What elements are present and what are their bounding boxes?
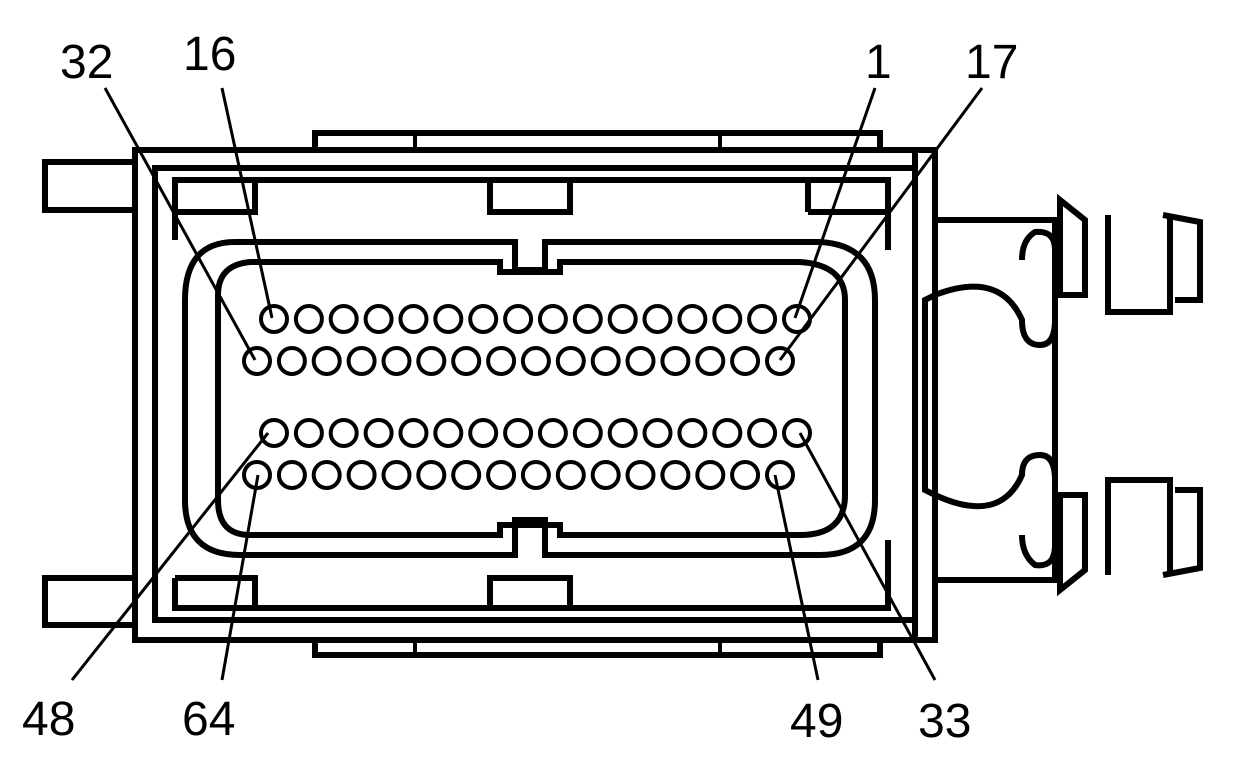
pin-16 bbox=[259, 304, 289, 334]
pin-23 bbox=[555, 346, 586, 376]
label-pin-64: 64 bbox=[182, 693, 235, 746]
pin-11 bbox=[433, 304, 464, 334]
pin-15 bbox=[293, 304, 324, 334]
right-flange bbox=[935, 217, 1058, 583]
pin-48 bbox=[259, 418, 289, 448]
pin-41 bbox=[503, 418, 534, 448]
pin-31 bbox=[276, 346, 307, 376]
label-pin-49: 49 bbox=[790, 695, 843, 748]
pin-20 bbox=[660, 346, 691, 376]
pin-35 bbox=[712, 418, 743, 448]
pin-34 bbox=[747, 418, 778, 448]
pin-13 bbox=[363, 304, 394, 334]
pin-39 bbox=[572, 418, 603, 448]
pin-42 bbox=[468, 418, 499, 448]
pin-57 bbox=[486, 460, 517, 490]
right-tooth-bottom bbox=[1057, 492, 1088, 597]
pin-37 bbox=[642, 418, 673, 448]
right-tooth-top bbox=[1057, 193, 1088, 298]
top-rail bbox=[312, 130, 883, 150]
leader-32 bbox=[103, 87, 257, 361]
pin-44 bbox=[398, 418, 429, 448]
pin-40 bbox=[537, 418, 568, 448]
pin-3 bbox=[712, 304, 743, 334]
pin-22 bbox=[590, 346, 621, 376]
pin-7 bbox=[572, 304, 603, 334]
pin-58 bbox=[451, 460, 482, 490]
pin-9 bbox=[503, 304, 534, 334]
pin-10 bbox=[468, 304, 499, 334]
pin-28 bbox=[381, 346, 412, 376]
label-pin-33: 33 bbox=[918, 695, 971, 748]
label-pin-32: 32 bbox=[60, 36, 113, 89]
pin-54 bbox=[590, 460, 621, 490]
pin-27 bbox=[416, 346, 447, 376]
pin-25 bbox=[486, 346, 517, 376]
pin-51 bbox=[695, 460, 726, 490]
pin-24 bbox=[520, 346, 551, 376]
pin-53 bbox=[625, 460, 656, 490]
cavity-outer bbox=[182, 239, 878, 558]
pin-6 bbox=[607, 304, 638, 334]
pin-38 bbox=[607, 418, 638, 448]
pin-52 bbox=[660, 460, 691, 490]
bottom-rail bbox=[312, 640, 883, 658]
bottom-latch bbox=[487, 575, 573, 611]
pin-60 bbox=[381, 460, 412, 490]
pin-55 bbox=[555, 460, 586, 490]
leader-49 bbox=[773, 474, 820, 681]
leader-48 bbox=[70, 432, 270, 681]
pin-47 bbox=[293, 418, 324, 448]
pin-18 bbox=[730, 346, 761, 376]
pin-36 bbox=[677, 418, 708, 448]
leader-lines bbox=[70, 87, 984, 681]
pin-29 bbox=[346, 346, 377, 376]
pin-array bbox=[242, 304, 812, 490]
left-tab-top bbox=[42, 159, 135, 213]
leader-64 bbox=[220, 474, 260, 681]
pin-4 bbox=[677, 304, 708, 334]
label-pin-48: 48 bbox=[22, 693, 75, 746]
pin-62 bbox=[311, 460, 342, 490]
pin-12 bbox=[398, 304, 429, 334]
pin-14 bbox=[328, 304, 359, 334]
pin-43 bbox=[433, 418, 464, 448]
leader-17 bbox=[778, 87, 984, 361]
outer-housing bbox=[132, 147, 938, 643]
leader-16 bbox=[220, 87, 274, 319]
pin-45 bbox=[363, 418, 394, 448]
left-tab-bottom bbox=[42, 575, 135, 628]
pin-5 bbox=[642, 304, 673, 334]
pin-2 bbox=[747, 304, 778, 334]
pin-26 bbox=[451, 346, 482, 376]
label-pin-1: 1 bbox=[865, 36, 892, 89]
pin-49 bbox=[765, 460, 795, 490]
top-latch bbox=[487, 177, 573, 215]
leader-33 bbox=[798, 432, 937, 681]
pin-17 bbox=[765, 346, 795, 376]
right-clip-top bbox=[933, 228, 1058, 349]
pin-30 bbox=[311, 346, 342, 376]
pin-19 bbox=[695, 346, 726, 376]
pin-63 bbox=[276, 460, 307, 490]
pin-59 bbox=[416, 460, 447, 490]
pin-61 bbox=[346, 460, 377, 490]
pin-56 bbox=[520, 460, 551, 490]
leader-1 bbox=[793, 87, 877, 319]
pin-8 bbox=[537, 304, 568, 334]
label-pin-17: 17 bbox=[965, 36, 1018, 89]
pin-21 bbox=[625, 346, 656, 376]
pin-46 bbox=[328, 418, 359, 448]
label-pin-16: 16 bbox=[183, 28, 236, 81]
cavity-inner bbox=[215, 259, 848, 538]
pin-32 bbox=[242, 346, 272, 376]
right-clip-bottom bbox=[933, 451, 1058, 569]
pin-50 bbox=[730, 460, 761, 490]
